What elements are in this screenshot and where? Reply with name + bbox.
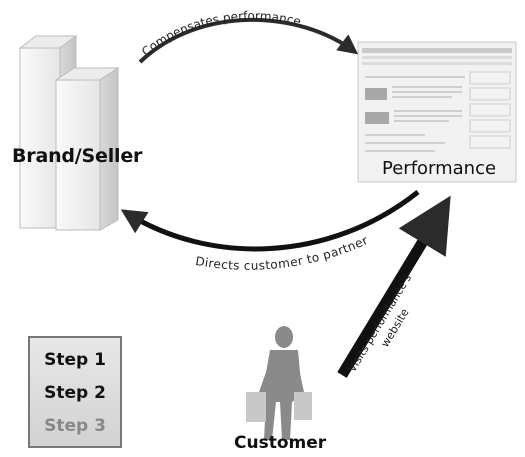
- customer-label: Customer: [234, 433, 327, 453]
- directs-arrow-label: Directs customer to partner: [194, 233, 370, 273]
- brand-seller-building-icon: [18, 35, 120, 231]
- step-2: Step 2: [44, 383, 106, 403]
- customer-silhouette-icon: [246, 326, 312, 440]
- brand-seller-label: Brand/Seller: [12, 145, 143, 167]
- steps-panel: Step 1 Step 2 Step 3: [28, 336, 122, 448]
- performance-label: Performance: [382, 158, 497, 179]
- step-3: Step 3: [44, 416, 106, 436]
- performance-website-icon: [357, 41, 517, 183]
- compensates-arrow-label: Compensates performance: [139, 9, 302, 59]
- compensates-arrow: [138, 17, 359, 64]
- visits-arrow: [337, 195, 451, 378]
- step-1: Step 1: [44, 350, 106, 370]
- directs-arrow: [120, 190, 420, 252]
